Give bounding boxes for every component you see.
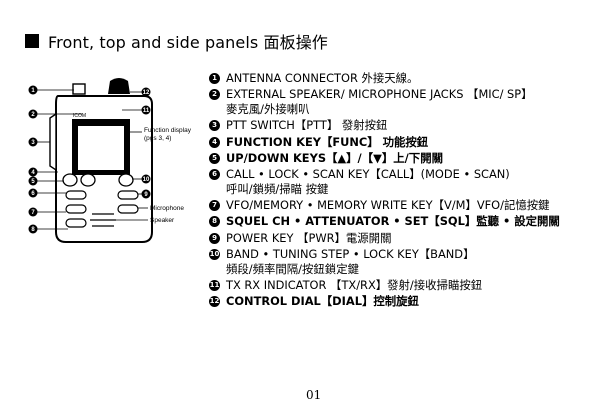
side-ptt-shape [49,112,57,172]
list-item-text: SQUEL CH • ATTENUATOR • SET【SQL】監聽 • 設定開… [226,214,560,229]
svg-text:11: 11 [143,108,150,114]
list-item-tx-rx: 11 TX RX INDICATOR 【TX/RX】發射/接收掃瞄按鈕 [209,278,609,293]
list-item-dial: 12 CONTROL DIAL【DIAL】控制旋鈕 [209,294,609,309]
number-badge: 12 [209,296,220,308]
key-shape [65,190,87,200]
svg-text:12: 12 [143,90,150,96]
radio-illustration: ICOM [28,78,192,243]
list-item-text: ANTENNA CONNECTOR 外接天線。 [226,71,419,85]
list-item-text: PTT SWITCH【PTT】 發射按鈕 [226,118,388,133]
black-square-bullet-icon [25,34,39,48]
number-badge: 5 [209,152,220,164]
list-item-squelch: 8 SQUEL CH • ATTENUATOR • SET【SQL】監聽 • 設… [209,214,609,229]
callout-2: 2 [28,109,38,119]
number-badge: 7 [209,200,220,212]
brand-label: ICOM [73,113,86,119]
number-badge: 10 [209,248,220,260]
list-item-text: CONTROL DIAL【DIAL】控制旋鈕 [226,294,419,309]
list-item-text: UP/DOWN KEYS【▲】/【▼】上/下開關 [226,150,443,165]
svg-text:1: 1 [31,88,35,94]
display-screen-shape [78,126,124,170]
key-shape [117,204,139,214]
callout-4: 4 [28,167,38,177]
function-display-label: Function display [144,127,192,134]
radio-diagram: ICOM [26,74,202,246]
speaker-label: Speaker [150,217,175,224]
callout-12: 12 [141,87,151,97]
svg-text:6: 6 [31,191,35,197]
number-badge: 8 [209,216,220,228]
list-item-power: 9 POWER KEY 【PWR】電源開關 [209,231,609,246]
list-item-text: EXTERNAL SPEAKER/ MICROPHONE JACKS 【MIC/… [226,87,533,102]
list-item-vfo: 7 VFO/MEMORY • MEMORY WRITE KEY【V/M】VFO/… [209,198,609,213]
list-item-call: 6 CALL • LOCK • SCAN KEY【CALL】(MODE • SC… [209,167,609,197]
callout-5: 5 [28,176,38,186]
section-title: Front, top and side panels 面板操作 [48,33,328,52]
svg-text:2: 2 [31,112,35,118]
callout-9: 9 [141,189,151,199]
key-shape [65,218,87,228]
list-item-mic-sp: 2 EXTERNAL SPEAKER/ MICROPHONE JACKS 【MI… [209,87,609,117]
number-badge: 6 [209,168,220,180]
list-item-text: FUNCTION KEY【FUNC】 功能按鈕 [226,134,429,149]
function-display-pages: (pgs 3, 4) [144,135,171,142]
key-shape [80,173,96,187]
list-item-text: BAND • TUNING STEP • LOCK KEY【BAND】 [226,246,475,261]
svg-text:4: 4 [31,170,35,176]
svg-text:5: 5 [31,179,35,185]
list-item-text: POWER KEY 【PWR】電源開關 [226,230,392,245]
callout-8: 8 [28,224,38,234]
controls-list: 1 ANTENNA CONNECTOR 外接天線。 2 EXTERNAL SPE… [209,71,609,310]
svg-text:7: 7 [31,210,35,216]
svg-text:9: 9 [144,192,148,198]
number-badge: 2 [209,89,220,101]
callout-7: 7 [28,207,38,217]
list-item-text: CALL • LOCK • SCAN KEY【CALL】(MODE • SCAN… [226,166,510,181]
microphone-label: Microphone [150,205,184,212]
callout-11: 11 [141,105,151,115]
list-item-up-down: 5 UP/DOWN KEYS【▲】/【▼】上/下開關 [209,151,609,166]
key-shape [62,173,78,187]
number-badge: 4 [209,136,220,148]
number-badge: 11 [209,279,220,291]
list-item-antenna: 1 ANTENNA CONNECTOR 外接天線。 [209,71,609,86]
list-item-ptt: 3 PTT SWITCH【PTT】 發射按鈕 [209,118,609,133]
number-badge: 1 [209,73,220,84]
callout-10: 10 [141,174,151,184]
svg-text:10: 10 [143,177,150,183]
control-dial-shape [108,78,130,94]
section-header: Front, top and side panels 面板操作 [25,30,328,52]
key-shape [118,173,134,187]
page-number: 01 [306,388,322,402]
svg-text:8: 8 [31,227,35,233]
list-item-subtext: 呼叫/鎖頻/掃瞄 按鍵 [226,181,329,196]
svg-text:3: 3 [31,140,35,146]
key-shape [65,204,87,214]
antenna-connector-shape [72,83,86,95]
number-badge: 9 [209,232,220,244]
list-item-func: 4 FUNCTION KEY【FUNC】 功能按鈕 [209,135,609,150]
callout-3: 3 [28,137,38,147]
list-item-subtext: 頻段/頻率間隔/按鈕鎖定鍵 [226,261,359,276]
callout-1: 1 [28,85,38,95]
callout-6: 6 [28,188,38,198]
key-shape [117,190,139,200]
number-badge: 3 [209,120,220,132]
list-item-band: 10 BAND • TUNING STEP • LOCK KEY【BAND】 頻… [209,247,609,277]
list-item-subtext: 麥克風/外接喇叭 [226,102,310,117]
list-item-text: TX RX INDICATOR 【TX/RX】發射/接收掃瞄按鈕 [226,277,483,292]
list-item-text: VFO/MEMORY • MEMORY WRITE KEY【V/M】VFO/記憶… [226,198,550,213]
